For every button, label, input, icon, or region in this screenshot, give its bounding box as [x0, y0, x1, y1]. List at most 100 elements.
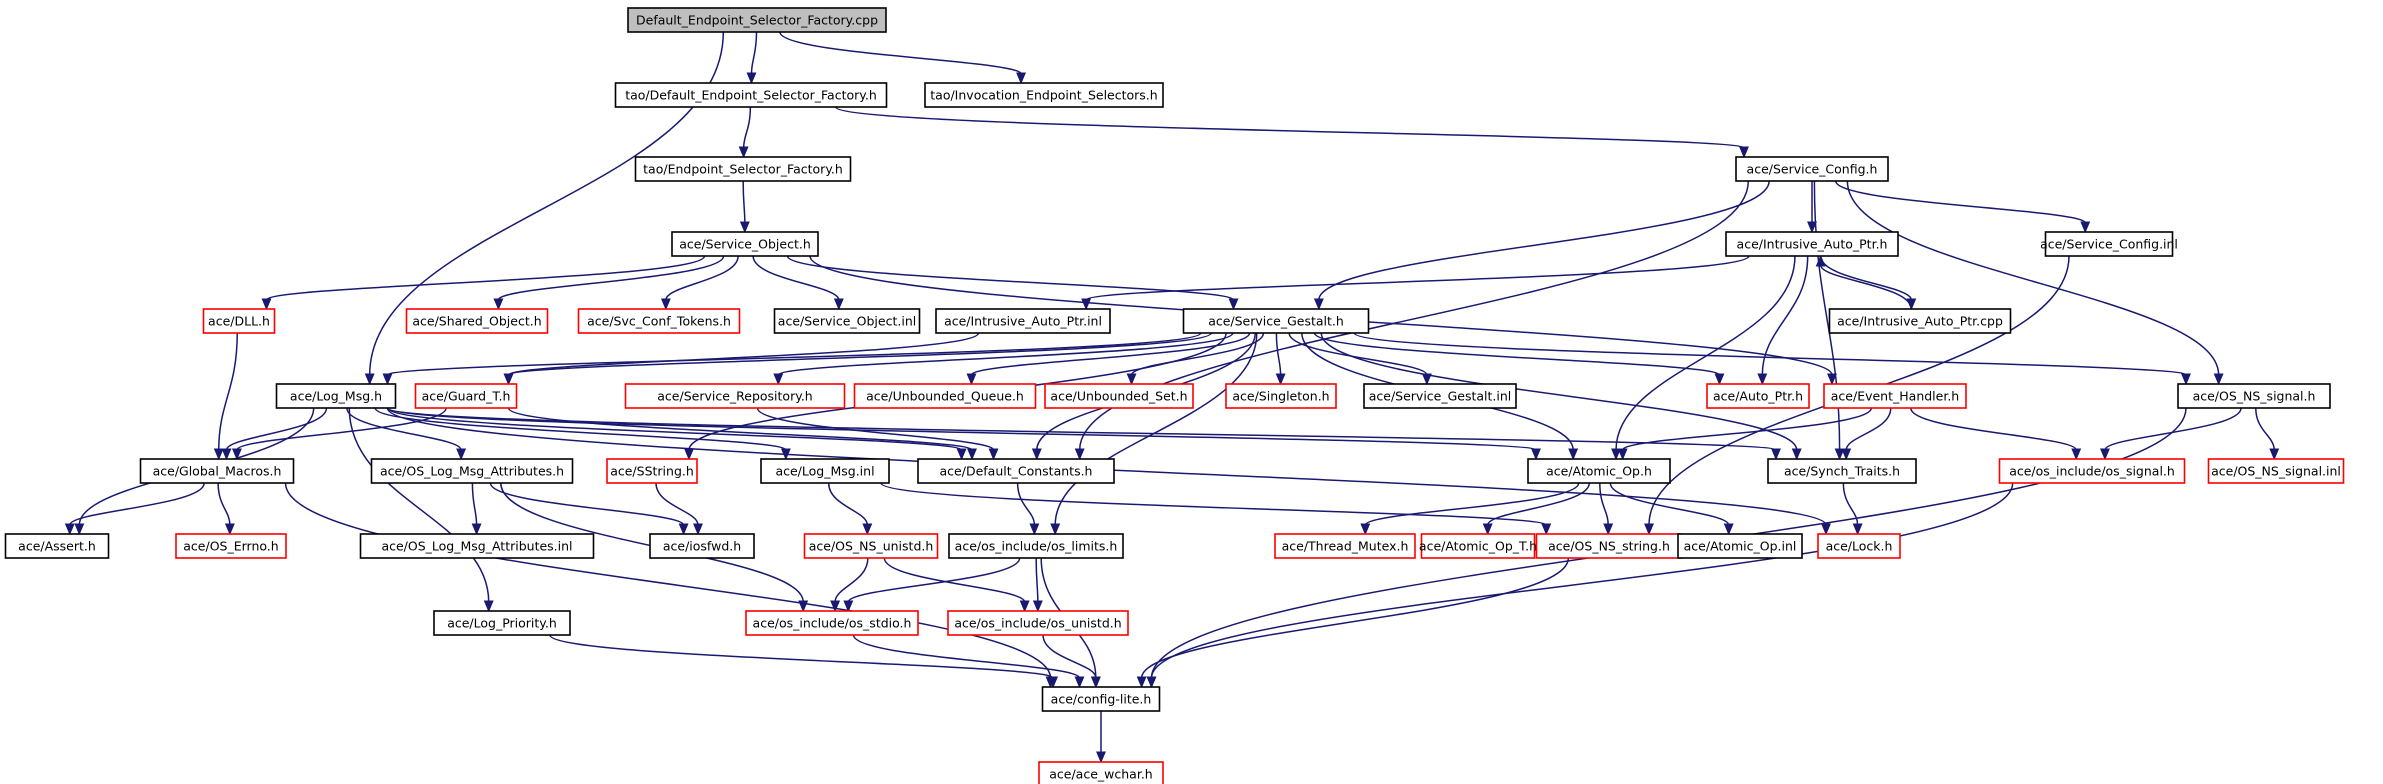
- node-box[interactable]: [2177, 383, 2331, 409]
- node-box[interactable]: [1735, 156, 1889, 182]
- node-n47[interactable]: ace/os_include/os_unistd.h: [947, 610, 1129, 636]
- node-box[interactable]: [139, 458, 295, 484]
- node-box[interactable]: [948, 533, 1124, 559]
- node-n17[interactable]: ace/Service_Repository.h: [624, 383, 846, 409]
- node-box[interactable]: [917, 458, 1115, 484]
- node-n33[interactable]: ace/OS_NS_signal.inl: [2207, 458, 2345, 484]
- node-box[interactable]: [1420, 533, 1536, 559]
- node-n3[interactable]: tao/Endpoint_Selector_Factory.h: [634, 156, 852, 182]
- node-n37[interactable]: ace/iosfwd.h: [649, 533, 755, 559]
- node-n11[interactable]: ace/Service_Object.inl: [773, 308, 921, 334]
- node-box[interactable]: [1823, 383, 1967, 409]
- node-box[interactable]: [947, 610, 1129, 636]
- node-box[interactable]: [1817, 533, 1901, 559]
- node-box[interactable]: [414, 383, 518, 409]
- node-box[interactable]: [773, 308, 921, 334]
- node-n14[interactable]: ace/Intrusive_Auto_Ptr.cpp: [1828, 308, 2012, 334]
- node-n27[interactable]: ace/SString.h: [606, 458, 698, 484]
- node-n28[interactable]: ace/Log_Msg.inl: [760, 458, 890, 484]
- node-box[interactable]: [1044, 383, 1194, 409]
- node-n29[interactable]: ace/Default_Constants.h: [917, 458, 1115, 484]
- node-box[interactable]: [627, 7, 887, 33]
- node-box[interactable]: [433, 610, 571, 636]
- node-n6[interactable]: ace/Intrusive_Auto_Ptr.h: [1725, 231, 1899, 257]
- node-box[interactable]: [359, 533, 595, 559]
- node-n42[interactable]: ace/OS_NS_string.h: [1535, 533, 1683, 559]
- node-n44[interactable]: ace/Lock.h: [1817, 533, 1901, 559]
- node-box[interactable]: [202, 308, 276, 334]
- node-n8[interactable]: ace/DLL.h: [202, 308, 276, 334]
- node-n2[interactable]: tao/Invocation_Endpoint_Selectors.h: [924, 82, 1164, 108]
- node-box[interactable]: [1767, 458, 1917, 484]
- node-box[interactable]: [1998, 458, 2186, 484]
- node-n13[interactable]: ace/Service_Gestalt.h: [1182, 308, 1370, 334]
- node-box[interactable]: [275, 383, 397, 409]
- node-box[interactable]: [745, 610, 919, 636]
- node-n30[interactable]: ace/Atomic_Op.h: [1527, 458, 1671, 484]
- node-n16[interactable]: ace/Guard_T.h: [414, 383, 518, 409]
- node-box[interactable]: [1527, 458, 1671, 484]
- node-n0[interactable]: Default_Endpoint_Selector_Factory.cpp: [627, 7, 887, 33]
- node-box[interactable]: [577, 308, 741, 334]
- node-n5[interactable]: ace/Service_Object.h: [671, 231, 819, 257]
- node-n21[interactable]: ace/Service_Gestalt.inl: [1363, 383, 1517, 409]
- node-box[interactable]: [614, 82, 888, 108]
- node-box[interactable]: [853, 383, 1037, 409]
- node-n46[interactable]: ace/os_include/os_stdio.h: [745, 610, 919, 636]
- node-n18[interactable]: ace/Unbounded_Queue.h: [853, 383, 1037, 409]
- node-box[interactable]: [1677, 533, 1803, 559]
- node-n34[interactable]: ace/Assert.h: [4, 533, 110, 559]
- node-box[interactable]: [405, 308, 549, 334]
- node-box[interactable]: [1828, 308, 2012, 334]
- node-n12[interactable]: ace/Intrusive_Auto_Ptr.inl: [935, 308, 1111, 334]
- node-n1[interactable]: tao/Default_Endpoint_Selector_Factory.h: [614, 82, 888, 108]
- node-n35[interactable]: ace/OS_Errno.h: [175, 533, 287, 559]
- node-box[interactable]: [634, 156, 852, 182]
- node-n10[interactable]: ace/Svc_Conf_Tokens.h: [577, 308, 741, 334]
- node-box[interactable]: [935, 308, 1111, 334]
- node-box[interactable]: [671, 231, 819, 257]
- node-box[interactable]: [2207, 458, 2345, 484]
- node-box[interactable]: [624, 383, 846, 409]
- node-box[interactable]: [606, 458, 698, 484]
- node-box[interactable]: [1535, 533, 1683, 559]
- node-n22[interactable]: ace/Auto_Ptr.h: [1706, 383, 1810, 409]
- node-box[interactable]: [1038, 761, 1164, 784]
- node-box[interactable]: [760, 458, 890, 484]
- node-n7[interactable]: ace/Service_Config.inl: [2040, 231, 2178, 257]
- node-box[interactable]: [924, 82, 1164, 108]
- node-n39[interactable]: ace/os_include/os_limits.h: [948, 533, 1124, 559]
- node-n31[interactable]: ace/Synch_Traits.h: [1767, 458, 1917, 484]
- node-n9[interactable]: ace/Shared_Object.h: [405, 308, 549, 334]
- node-box[interactable]: [370, 458, 574, 484]
- node-n20[interactable]: ace/Singleton.h: [1225, 383, 1337, 409]
- node-n49[interactable]: ace/ace_wchar.h: [1038, 761, 1164, 784]
- node-box[interactable]: [2044, 231, 2174, 257]
- node-n25[interactable]: ace/Global_Macros.h: [139, 458, 295, 484]
- node-n32[interactable]: ace/os_include/os_signal.h: [1998, 458, 2186, 484]
- node-n15[interactable]: ace/Log_Msg.h: [275, 383, 397, 409]
- node-box[interactable]: [1182, 308, 1370, 334]
- node-box[interactable]: [1363, 383, 1517, 409]
- node-n23[interactable]: ace/Event_Handler.h: [1823, 383, 1967, 409]
- node-box[interactable]: [1706, 383, 1810, 409]
- node-n41[interactable]: ace/Atomic_Op_T.h: [1419, 533, 1537, 559]
- node-n43[interactable]: ace/Atomic_Op.inl: [1677, 533, 1803, 559]
- node-n38[interactable]: ace/OS_NS_unistd.h: [803, 533, 939, 559]
- node-box[interactable]: [1225, 383, 1337, 409]
- node-n24[interactable]: ace/OS_NS_signal.h: [2177, 383, 2331, 409]
- node-n36[interactable]: ace/OS_Log_Msg_Attributes.inl: [359, 533, 595, 559]
- node-box[interactable]: [803, 533, 939, 559]
- node-n45[interactable]: ace/Log_Priority.h: [433, 610, 571, 636]
- node-box[interactable]: [1274, 533, 1416, 559]
- node-n19[interactable]: ace/Unbounded_Set.h: [1044, 383, 1194, 409]
- node-n40[interactable]: ace/Thread_Mutex.h: [1274, 533, 1416, 559]
- node-box[interactable]: [175, 533, 287, 559]
- node-box[interactable]: [1041, 686, 1161, 712]
- node-box[interactable]: [1725, 231, 1899, 257]
- node-n26[interactable]: ace/OS_Log_Msg_Attributes.h: [370, 458, 574, 484]
- node-box[interactable]: [4, 533, 110, 559]
- node-box[interactable]: [649, 533, 755, 559]
- node-n48[interactable]: ace/config-lite.h: [1041, 686, 1161, 712]
- node-n4[interactable]: ace/Service_Config.h: [1735, 156, 1889, 182]
